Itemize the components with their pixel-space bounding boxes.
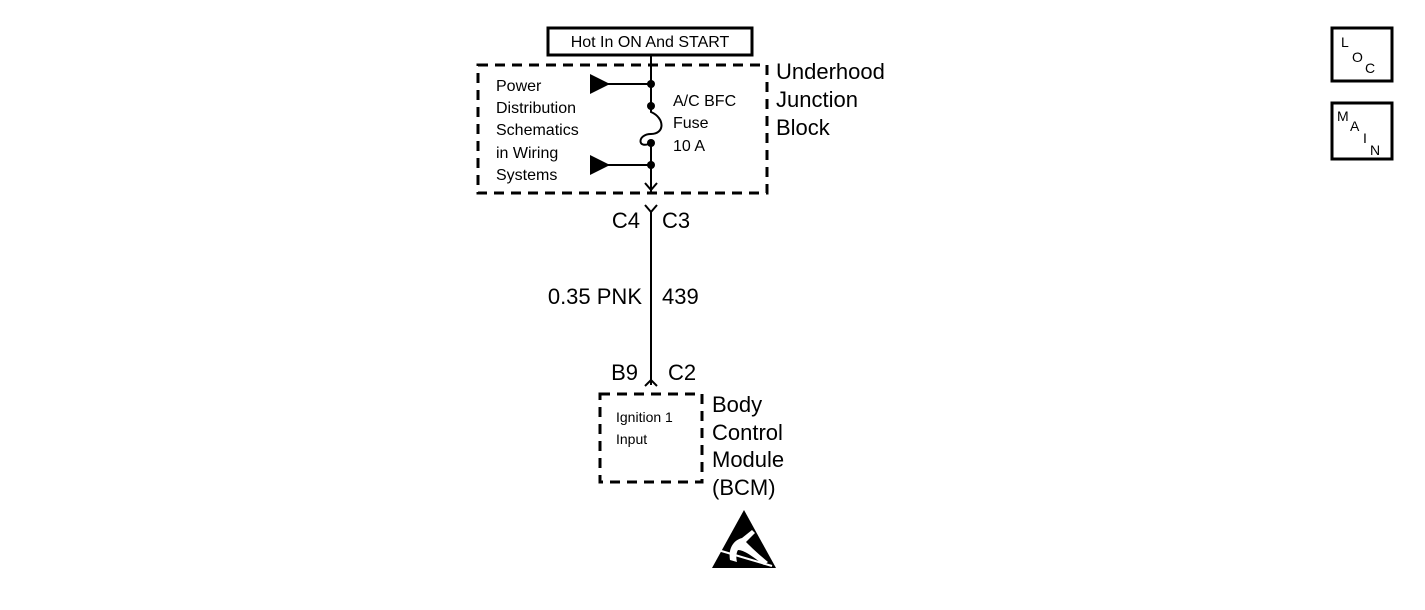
bcm-input-label: Ignition 1 Input <box>616 409 673 447</box>
wire-circuit-label: 439 <box>662 284 699 309</box>
fuse-symbol <box>639 105 663 146</box>
bcm-box <box>598 392 704 484</box>
junction-name-line-3: Block <box>776 115 831 140</box>
power-distribution-reference[interactable]: Power Distribution Schematics in Wiring … <box>496 78 579 184</box>
loc-letter-3: C <box>1365 60 1375 76</box>
fuse-line-3: 10 A <box>673 138 705 155</box>
reference-line-1: Power <box>496 78 542 95</box>
bcm-name-line-2: Control <box>712 420 783 445</box>
main-letter-4: N <box>1370 142 1380 158</box>
main-letter-1: M <box>1337 108 1349 124</box>
loc-letter-2: O <box>1352 49 1363 65</box>
connector-bottom-chevron <box>644 378 658 387</box>
reference-line-2: Distribution <box>496 100 576 117</box>
connector-bottom-right-label: C2 <box>668 360 696 385</box>
connector-bottom-left-label: B9 <box>611 360 638 385</box>
connector-top-chevron-upper <box>644 182 658 192</box>
fuse-line-2: Fuse <box>673 115 709 132</box>
connector-top-left-label: C4 <box>612 208 640 233</box>
loc-letter-1: L <box>1341 34 1349 50</box>
bcm-name-line-1: Body <box>712 392 762 417</box>
main-letter-3: I <box>1363 130 1367 146</box>
junction-block-name: Underhood Junction Block <box>776 59 885 140</box>
bcm-name-line-3: Module <box>712 447 784 472</box>
wire-spec-label: 0.35 PNK <box>548 284 642 309</box>
reference-line-4: in Wiring <box>496 145 558 162</box>
junction-name-line-2: Junction <box>776 87 858 112</box>
fuse-terminal-bottom <box>647 139 655 147</box>
power-source-label: Hot In ON And START <box>546 26 754 57</box>
fuse-line-1: A/C BFC <box>673 93 736 110</box>
bcm-name: Body Control Module (BCM) <box>712 392 784 500</box>
loc-button[interactable]: L O C <box>1330 26 1394 83</box>
junction-block-box <box>476 63 769 195</box>
connector-top-right-label: C3 <box>662 208 690 233</box>
esd-warning-icon <box>712 510 776 568</box>
main-letter-2: A <box>1350 118 1360 134</box>
fuse-label: A/C BFC Fuse 10 A <box>673 93 736 155</box>
bcm-input-line-1: Ignition 1 <box>616 409 673 425</box>
reference-line-5: Systems <box>496 167 557 184</box>
bcm-name-line-4: (BCM) <box>712 475 776 500</box>
connector-top-chevron-lower <box>644 204 658 214</box>
main-button[interactable]: M A I N <box>1330 101 1394 161</box>
junction-name-line-1: Underhood <box>776 59 885 84</box>
bcm-input-line-2: Input <box>616 431 647 447</box>
fuse-terminal-top <box>647 102 655 110</box>
reference-line-3: Schematics <box>496 122 579 139</box>
power-source-text: Hot In ON And START <box>571 34 730 51</box>
